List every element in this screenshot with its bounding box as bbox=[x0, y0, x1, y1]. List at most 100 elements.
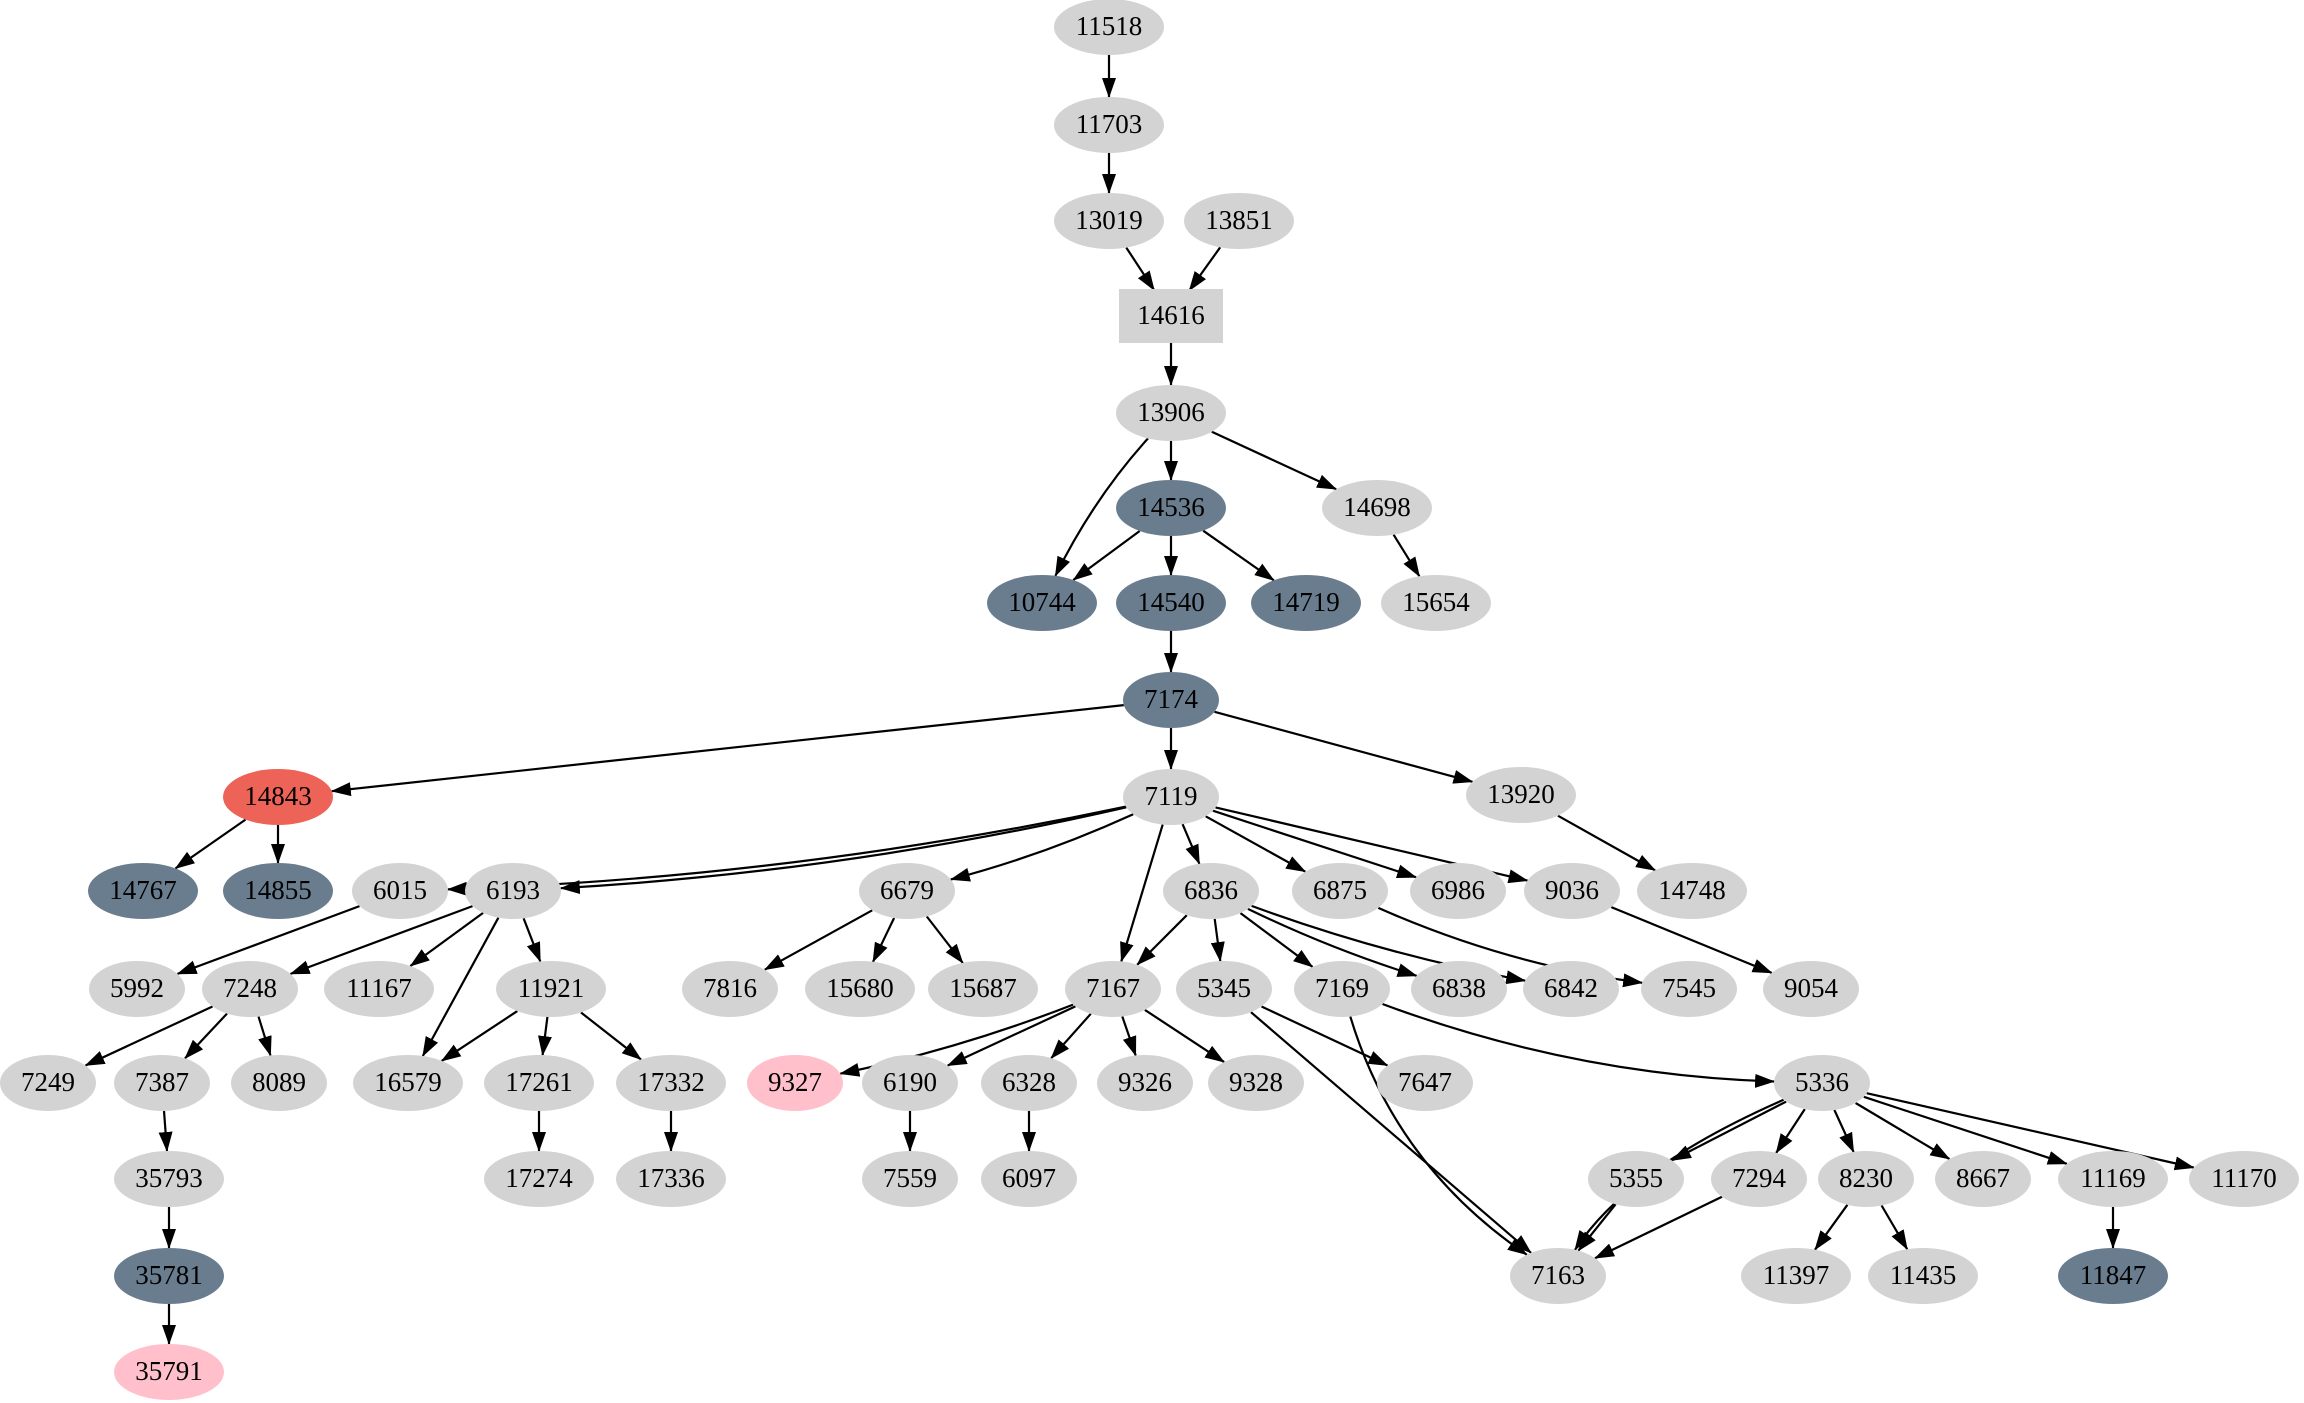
node-label: 14843 bbox=[244, 781, 312, 811]
edge-11921-17261 bbox=[538, 1016, 552, 1057]
edge-5345-7163 bbox=[1250, 1011, 1532, 1254]
node-ellipse-shape bbox=[223, 863, 333, 919]
graph-node-7163: 7163 bbox=[1510, 1248, 1606, 1304]
node-label: 5992 bbox=[110, 973, 164, 1003]
edge-7387-35793 bbox=[158, 1110, 173, 1152]
node-label: 6875 bbox=[1313, 875, 1367, 905]
edge-6836-7169 bbox=[1239, 912, 1314, 968]
node-ellipse-shape bbox=[1065, 961, 1161, 1017]
graph-node-9326: 9326 bbox=[1097, 1055, 1193, 1111]
graph-node-16579: 16579 bbox=[353, 1055, 463, 1111]
edge-13851-14616 bbox=[1188, 246, 1222, 292]
node-label: 14855 bbox=[244, 875, 312, 905]
graph-node-14719: 14719 bbox=[1251, 575, 1361, 631]
graph-node-11847: 11847 bbox=[2058, 1248, 2168, 1304]
node-ellipse-shape bbox=[1251, 575, 1361, 631]
node-ellipse-shape bbox=[1935, 1151, 2031, 1207]
edge-9036-9054 bbox=[1610, 906, 1773, 974]
graph-node-6015: 6015 bbox=[352, 863, 448, 919]
node-label: 11518 bbox=[1076, 11, 1143, 41]
edge-13906-14698 bbox=[1211, 430, 1338, 491]
edge-13906-10744 bbox=[1054, 437, 1149, 577]
graph-node-14616: 14616 bbox=[1119, 289, 1223, 343]
node-label: 35781 bbox=[135, 1260, 203, 1290]
node-ellipse-shape bbox=[1523, 961, 1619, 1017]
edge-5336-5355 bbox=[1671, 1100, 1787, 1162]
graph-node-15687: 15687 bbox=[928, 961, 1038, 1017]
node-ellipse-shape bbox=[1818, 1151, 1914, 1207]
graph-node-7174: 7174 bbox=[1123, 672, 1219, 728]
edges-layer bbox=[84, 55, 2195, 1345]
graph-node-6328: 6328 bbox=[981, 1055, 1077, 1111]
graph-node-11435: 11435 bbox=[1868, 1248, 1978, 1304]
node-ellipse-shape bbox=[1163, 863, 1259, 919]
graph-node-17336: 17336 bbox=[616, 1151, 726, 1207]
node-label: 5355 bbox=[1609, 1163, 1663, 1193]
node-ellipse-shape bbox=[2058, 1151, 2168, 1207]
node-label: 7249 bbox=[21, 1067, 75, 1097]
node-ellipse-shape bbox=[1741, 1248, 1851, 1304]
node-ellipse-shape bbox=[496, 961, 606, 1017]
graph-node-11518: 11518 bbox=[1054, 0, 1164, 55]
node-label: 7647 bbox=[1398, 1067, 1452, 1097]
node-label: 6190 bbox=[883, 1067, 937, 1097]
graph-node-11397: 11397 bbox=[1741, 1248, 1851, 1304]
graph-node-9327: 9327 bbox=[747, 1055, 843, 1111]
node-ellipse-shape bbox=[1123, 672, 1219, 728]
node-ellipse-shape bbox=[484, 1055, 594, 1111]
node-label: 14767 bbox=[109, 875, 177, 905]
node-label: 6193 bbox=[486, 875, 540, 905]
graph-node-9036: 9036 bbox=[1524, 863, 1620, 919]
edge-8230-11397 bbox=[1814, 1204, 1849, 1251]
node-ellipse-shape bbox=[484, 1151, 594, 1207]
graph-node-14767: 14767 bbox=[88, 863, 198, 919]
edge-7167-9326 bbox=[1121, 1016, 1137, 1057]
edge-5336-8667 bbox=[1855, 1102, 1951, 1160]
node-label: 14616 bbox=[1137, 300, 1205, 330]
node-label: 7174 bbox=[1144, 684, 1199, 714]
node-label: 11169 bbox=[2080, 1163, 2146, 1193]
node-label: 5336 bbox=[1795, 1067, 1849, 1097]
node-label: 6986 bbox=[1431, 875, 1485, 905]
graph-node-14698: 14698 bbox=[1322, 480, 1432, 536]
edge-7169-7163 bbox=[1349, 1016, 1528, 1256]
node-ellipse-shape bbox=[114, 1344, 224, 1400]
edge-6836-7167 bbox=[1136, 914, 1188, 966]
node-label: 11847 bbox=[2080, 1260, 2147, 1290]
node-label: 13851 bbox=[1205, 205, 1273, 235]
node-ellipse-shape bbox=[352, 863, 448, 919]
node-ellipse-shape bbox=[88, 863, 198, 919]
node-label: 35791 bbox=[135, 1356, 203, 1386]
graph-node-10744: 10744 bbox=[987, 575, 1097, 631]
graph-node-13851: 13851 bbox=[1184, 193, 1294, 249]
graph-node-14540: 14540 bbox=[1116, 575, 1226, 631]
graph-node-5992: 5992 bbox=[89, 961, 185, 1017]
graph-node-7167: 7167 bbox=[1065, 961, 1161, 1017]
graph-node-13906: 13906 bbox=[1116, 385, 1226, 441]
node-ellipse-shape bbox=[114, 1248, 224, 1304]
node-label: 7294 bbox=[1732, 1163, 1787, 1193]
graph-node-7248: 7248 bbox=[202, 961, 298, 1017]
graph-node-6097: 6097 bbox=[981, 1151, 1077, 1207]
node-ellipse-shape bbox=[1116, 575, 1226, 631]
graph-node-15680: 15680 bbox=[805, 961, 915, 1017]
node-label: 9054 bbox=[1784, 973, 1839, 1003]
edge-8230-11435 bbox=[1880, 1204, 1909, 1251]
node-label: 7163 bbox=[1531, 1260, 1585, 1290]
edge-5336-7294 bbox=[1775, 1108, 1806, 1154]
node-ellipse-shape bbox=[353, 1055, 463, 1111]
node-label: 9326 bbox=[1118, 1067, 1172, 1097]
graph-node-15654: 15654 bbox=[1381, 575, 1491, 631]
node-label: 6328 bbox=[1002, 1067, 1056, 1097]
node-ellipse-shape bbox=[1763, 961, 1859, 1017]
node-ellipse-shape bbox=[1123, 769, 1219, 825]
edge-6679-15680 bbox=[872, 917, 896, 963]
graph-node-8089: 8089 bbox=[231, 1055, 327, 1111]
node-ellipse-shape bbox=[465, 863, 561, 919]
graph-node-7294: 7294 bbox=[1711, 1151, 1807, 1207]
node-label: 7559 bbox=[883, 1163, 937, 1193]
node-label: 11921 bbox=[518, 973, 585, 1003]
graph-node-13019: 13019 bbox=[1054, 193, 1164, 249]
graph-node-9054: 9054 bbox=[1763, 961, 1859, 1017]
edge-11921-17332 bbox=[580, 1011, 642, 1061]
